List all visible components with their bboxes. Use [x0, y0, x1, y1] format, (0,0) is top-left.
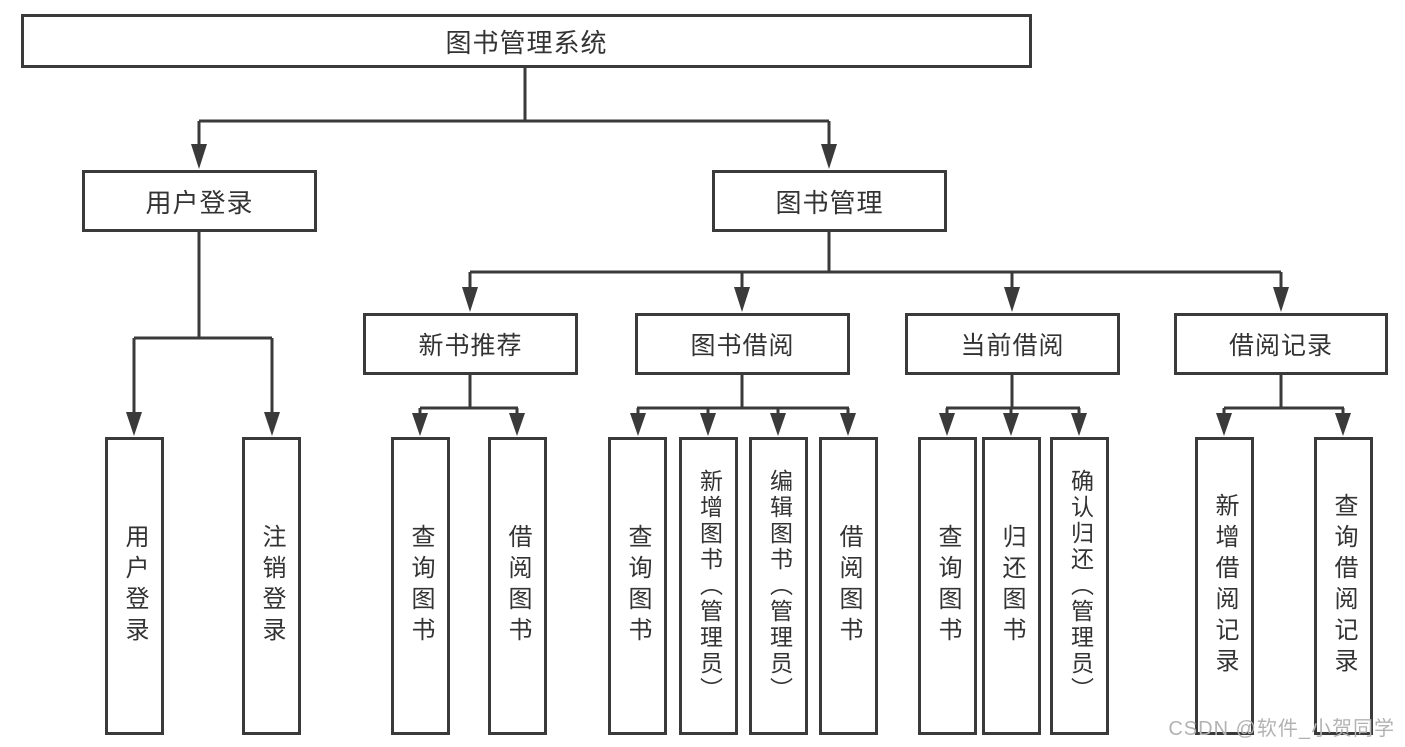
connector-book-management-to-level3: [462, 232, 1289, 312]
arrow-down-icon: [630, 413, 646, 436]
connector-user-login-to-leaves: [126, 232, 280, 436]
arrow-down-icon: [770, 413, 786, 436]
node-borrow-records: 借阅记录: [1174, 313, 1388, 375]
arrow-down-icon: [509, 413, 525, 436]
leaf-confirm-return-admin: 确认归还（管理员）: [1050, 437, 1109, 735]
arrow-down-icon: [1004, 287, 1020, 312]
arrow-down-icon: [1216, 413, 1232, 436]
leaf-logout: 注销登录: [242, 437, 301, 735]
arrow-down-icon: [1003, 413, 1019, 436]
arrow-down-icon: [126, 412, 142, 436]
arrow-down-icon: [700, 413, 716, 436]
arrow-down-icon: [939, 413, 955, 436]
leaf-edit-books-admin: 编辑图书（管理员）: [749, 437, 808, 735]
node-book-borrow: 图书借阅: [635, 313, 850, 375]
leaf-query-books-recommend: 查询图书: [391, 437, 450, 735]
arrow-down-icon: [264, 412, 280, 436]
csdn-watermark: CSDN @软件_小贺同学: [1168, 718, 1395, 740]
node-new-book-recommend: 新书推荐: [363, 313, 578, 375]
connector-book-borrow-to-leaves: [630, 375, 856, 436]
arrow-down-icon: [734, 287, 750, 312]
leaf-borrow-books-recommend: 借阅图书: [488, 437, 547, 735]
connector-new-book-recommend-to-leaves: [412, 375, 525, 436]
leaf-add-borrow-record: 新增借阅记录: [1195, 437, 1254, 735]
arrow-down-icon: [821, 144, 837, 169]
leaf-query-books-current: 查询图书: [918, 437, 977, 735]
arrow-down-icon: [1273, 287, 1289, 312]
leaf-query-borrow-record: 查询借阅记录: [1314, 437, 1373, 735]
arrow-down-icon: [412, 413, 428, 436]
node-user-login: 用户登录: [82, 170, 317, 232]
node-library-management-system: 图书管理系统: [21, 14, 1032, 68]
arrow-down-icon: [1071, 413, 1087, 436]
arrow-down-icon: [1335, 413, 1351, 436]
arrow-down-icon: [462, 287, 478, 312]
leaf-return-books: 归还图书: [982, 437, 1041, 735]
connector-root-to-level2: [191, 67, 837, 169]
leaf-query-books-borrow: 查询图书: [608, 437, 667, 735]
arrow-down-icon: [840, 413, 856, 436]
arrow-down-icon: [191, 144, 207, 169]
connector-current-borrow-to-leaves: [939, 375, 1087, 436]
connector-borrow-records-to-leaves: [1216, 375, 1351, 436]
leaf-add-books-admin: 新增图书（管理员）: [679, 437, 738, 735]
leaf-borrow-books: 借阅图书: [819, 437, 878, 735]
node-book-management: 图书管理: [712, 170, 947, 232]
node-current-borrow: 当前借阅: [905, 313, 1120, 375]
leaf-user-login: 用户登录: [105, 437, 164, 735]
